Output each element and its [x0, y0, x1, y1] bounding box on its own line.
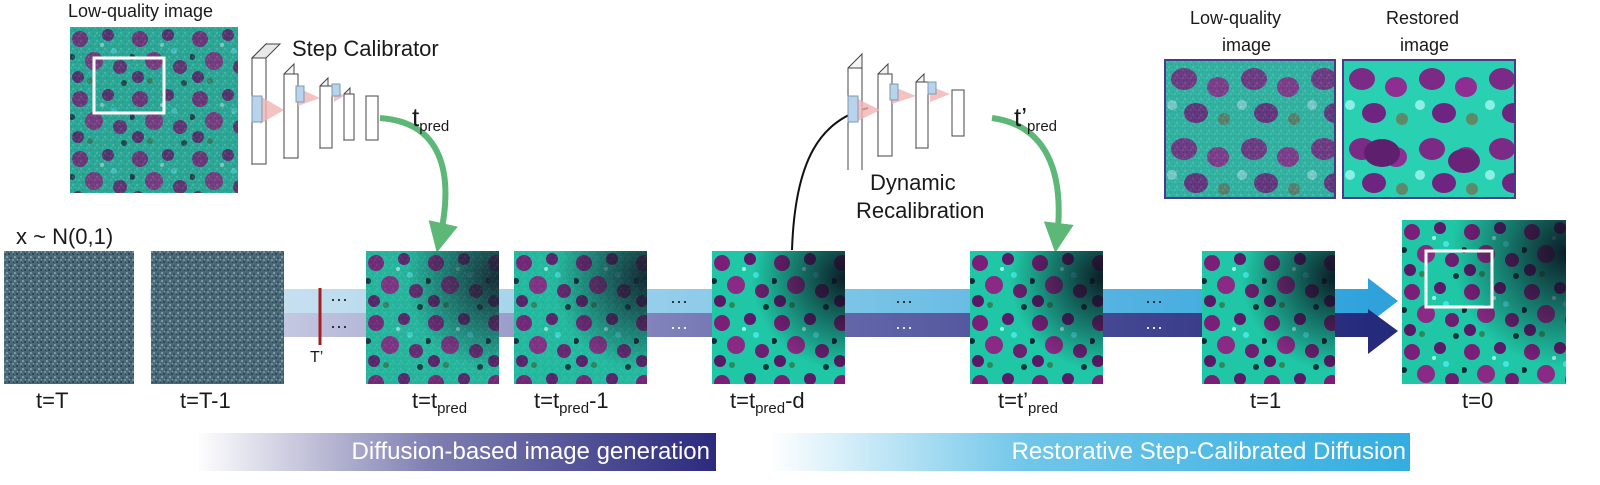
ellipsis-a-top: ··· [670, 291, 688, 311]
recalibration-label-line1: Dynamic [870, 170, 956, 195]
label-t-T-minus-1: t=T-1 [180, 388, 231, 413]
ellipsis-a-bottom: ··· [670, 317, 688, 337]
step-calibrator-label: Step Calibrator [292, 36, 439, 61]
green-arrow-tprime [991, 115, 1074, 253]
ellipsis-b-top: ··· [895, 291, 913, 311]
recalibration-label-line2: Recalibration [856, 198, 985, 223]
frame-t-pred-minus-1 [514, 251, 647, 384]
low-quality-caption: Low-quality image [68, 1, 214, 21]
inset-left-title-1: Low-quality [1190, 8, 1282, 28]
phase-label-restoration: Restorative Step-Calibrated Diffusion [1011, 438, 1406, 465]
phase-band-restoration: Restorative Step-Calibrated Diffusion [770, 433, 1410, 471]
inset-right-title-2: image [1400, 35, 1450, 55]
t-prime-label: T’ [310, 349, 324, 366]
label-t-T: t=T [36, 388, 69, 413]
low-quality-thumbnail [70, 27, 238, 193]
noise-distribution-label: x ~ N(0,1) [16, 224, 114, 249]
label-t-0: t=0 [1462, 388, 1494, 413]
label-t-1: t=1 [1250, 388, 1282, 413]
label-t-prime-pred: t=t’pred [998, 388, 1058, 417]
inset-restored-image [1342, 59, 1516, 199]
tprime-pred-label: t’pred [1014, 102, 1058, 135]
ellipsis-c-top: ··· [1145, 291, 1163, 311]
recalibration-network [847, 52, 965, 170]
ellipsis-b-bottom: ··· [895, 317, 913, 337]
frame-t-pred-minus-d [712, 251, 845, 384]
frame-t-prime-pred [970, 251, 1103, 384]
phase-label-generation: Diffusion-based image generation [351, 438, 710, 465]
inset-low-quality-image [1164, 59, 1336, 199]
arrow-head-bottom [1368, 309, 1398, 354]
label-t-pred: t=tpred [412, 388, 468, 417]
inset-right-title-1: Restored [1386, 8, 1460, 28]
inset-left-title-2: image [1222, 35, 1272, 55]
frame-t-0 [1402, 220, 1566, 384]
frame-t-pred [366, 251, 499, 384]
tpred-label: tpred [412, 102, 450, 135]
label-t-pred-minus-d: t=tpred-d [730, 388, 805, 417]
green-arrow-tpred [379, 115, 458, 253]
label-t-pred-minus-1: t=tpred-1 [534, 388, 609, 417]
ellipsis-c-bottom: ··· [1145, 317, 1163, 337]
frame-t-1 [1202, 251, 1335, 384]
phase-band-generation: Diffusion-based image generation [196, 433, 716, 471]
frame-t-T-minus-1 [151, 251, 284, 384]
frame-t-T [4, 251, 134, 384]
ellipsis-tprime-bottom: ··· [330, 316, 348, 336]
step-calibrator-network [250, 42, 379, 166]
arrow-head-top [1368, 278, 1398, 324]
ellipsis-tprime-top: ··· [330, 289, 348, 309]
